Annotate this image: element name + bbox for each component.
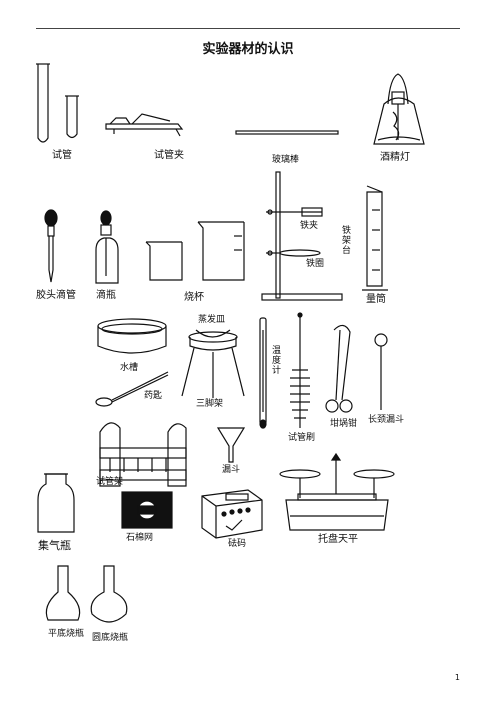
label-long-funnel: 长颈漏斗: [368, 415, 405, 425]
label-funnel: 漏斗: [222, 465, 241, 475]
asbestos-net-icon: [121, 491, 173, 529]
weights-icon: [201, 489, 263, 539]
glass-rod-icon: [235, 130, 339, 135]
label-dropper: 胶头滴管: [36, 290, 76, 301]
label-glass-rod: 玻璃棒: [272, 155, 300, 165]
test-tube-rack-icon: [99, 422, 187, 487]
label-spatula: 药匙: [144, 391, 163, 401]
label-iron-stand: 铁架台: [342, 226, 352, 256]
label-water-trough: 水槽: [120, 363, 139, 373]
label-weights: 砝码: [228, 539, 247, 549]
label-asbestos-net: 石棉网: [126, 533, 154, 543]
label-evaporating-dish: 蒸发皿: [198, 315, 226, 325]
graduated-cylinder-icon: [362, 185, 388, 291]
label-test-tube-brush: 试管刷: [288, 433, 316, 443]
gas-jar-icon: [37, 473, 75, 533]
dropper-icon: [44, 209, 58, 283]
spatula-icon: [95, 371, 169, 407]
test-tube-icon: [36, 63, 79, 143]
flat-bottom-flask-icon: [45, 565, 81, 621]
alcohol-lamp-icon: [373, 73, 425, 145]
label-gas-jar: 集气瓶: [38, 539, 71, 552]
crucible-tongs-icon: [325, 324, 353, 413]
page-number: 1: [454, 673, 460, 682]
label-test-tube-clamp: 试管夹: [154, 150, 184, 161]
test-tube-brush-icon: [290, 312, 310, 428]
iron-stand-icon: [261, 171, 343, 301]
label-graduated-cylinder: 量筒: [366, 294, 386, 305]
balance-icon: [279, 452, 395, 531]
dropping-bottle-icon: [95, 210, 119, 284]
label-test-tube: 试管: [52, 150, 72, 161]
label-dropping-bottle: 滴瓶: [96, 290, 116, 301]
label-beaker: 烧杯: [184, 292, 204, 303]
long-funnel-icon: [374, 333, 388, 410]
label-balance: 托盘天平: [318, 534, 358, 545]
test-tube-clamp-icon: [105, 113, 184, 137]
label-crucible-tongs: 坩埚钳: [330, 419, 358, 429]
beaker-icon: [145, 221, 245, 281]
label-tripod: 三脚架: [196, 399, 224, 409]
header-rule: [36, 28, 460, 29]
label-test-tube-rack: 试管架: [96, 477, 124, 487]
label-iron-ring: 铁圈: [306, 259, 325, 269]
label-alcohol-lamp: 酒精灯: [380, 152, 410, 163]
label-thermometer: 温度计: [272, 346, 282, 376]
tripod-icon: [181, 329, 245, 398]
round-bottom-flask-icon: [90, 565, 128, 623]
page-title: 实验器材的认识: [202, 42, 294, 57]
funnel-icon: [216, 427, 246, 463]
thermometer-icon: [259, 317, 267, 429]
label-iron-clamp: 铁夹: [300, 221, 319, 231]
water-trough-icon: [97, 318, 167, 354]
label-round-flask: 圆底烧瓶: [92, 633, 129, 643]
label-flat-flask: 平底烧瓶: [48, 629, 85, 639]
